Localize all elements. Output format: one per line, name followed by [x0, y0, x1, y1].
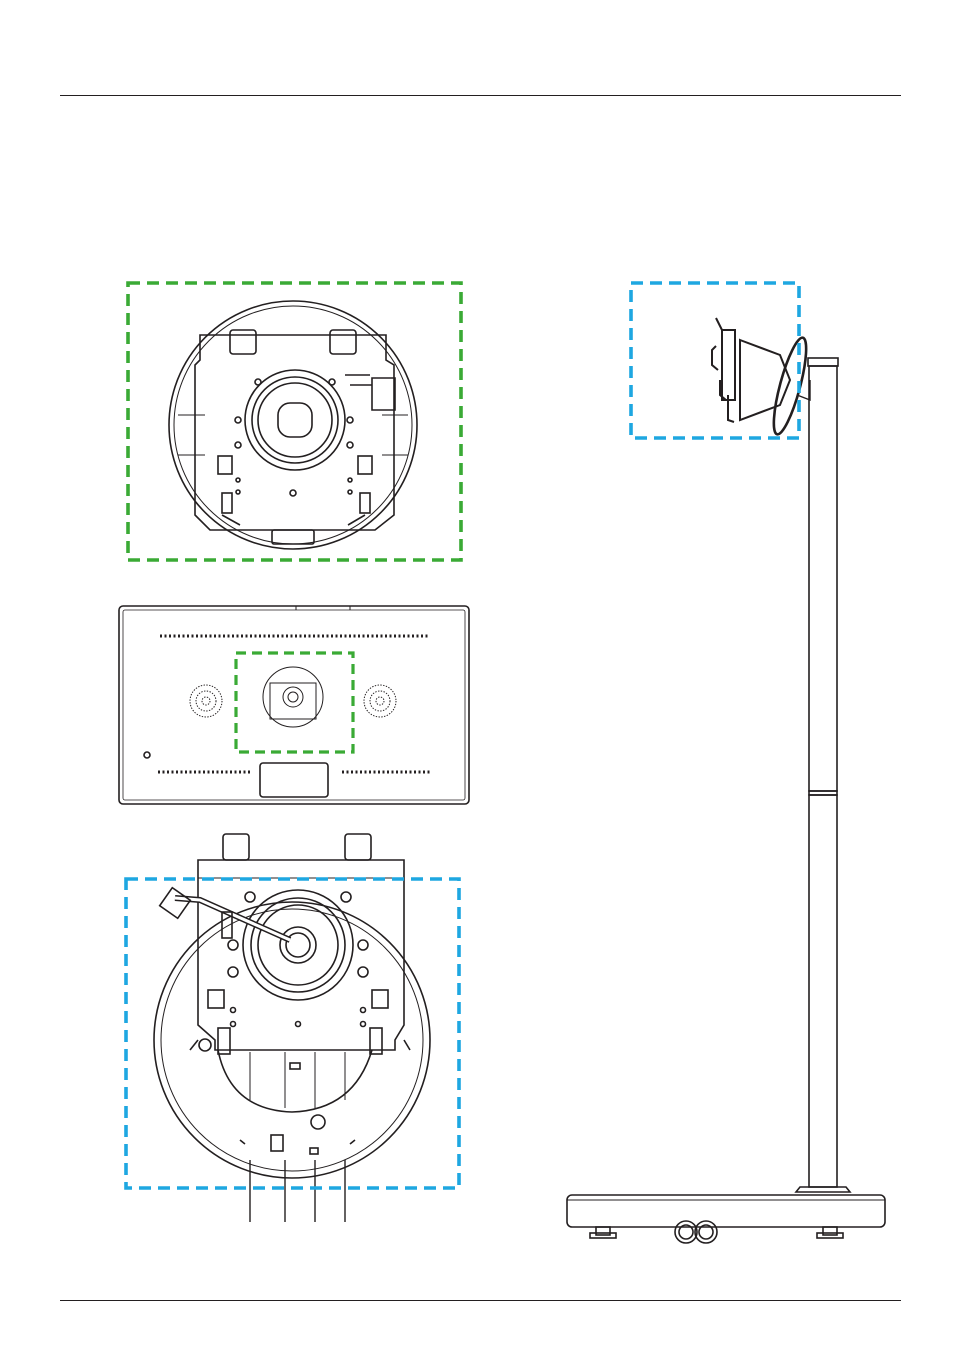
- monitor-back-figure: [119, 606, 469, 804]
- blue-callout-box-bottom: [126, 879, 459, 1188]
- green-callout-box-middle: [236, 653, 353, 752]
- mount-plate-detail-figure: [169, 301, 417, 549]
- mount-with-cable-figure: [154, 834, 430, 1222]
- bottom-rule: [60, 1300, 901, 1301]
- stand-side-figure: [567, 318, 885, 1243]
- green-callout-box-top: [128, 283, 461, 560]
